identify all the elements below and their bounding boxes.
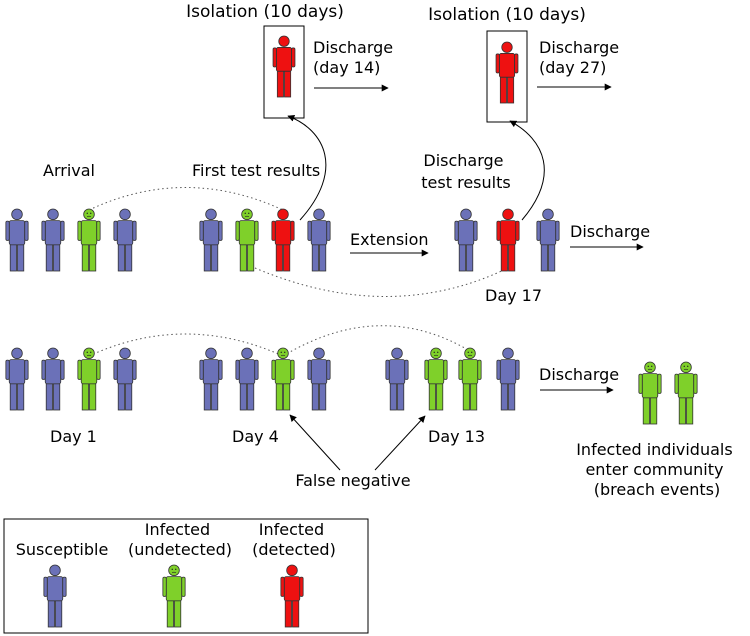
community-line-2: enter community	[585, 460, 723, 479]
susceptible-person-icon	[385, 347, 409, 411]
false-negative-label: False negative	[295, 471, 410, 490]
arc-day1-to-day4	[88, 333, 284, 357]
discharge-test-line-1: Discharge	[423, 151, 503, 170]
infected-undetected-person-icon	[424, 347, 448, 411]
day13-label: Day 13	[428, 427, 485, 446]
to-isolation-1-arrow	[287, 114, 327, 221]
legend-detected-line-1: Infected	[259, 520, 324, 539]
community-line-1: Infected individuals	[576, 440, 732, 459]
susceptible-person-icon	[307, 347, 331, 411]
discharge-test-label: Discharge test results	[421, 151, 510, 192]
infected-detected-person-icon	[495, 41, 519, 104]
susceptible-person-icon	[199, 347, 223, 411]
legend-undetected-label: Infected (undetected)	[128, 520, 232, 559]
infected-undetected-person-icon	[674, 361, 698, 425]
infected-detected-person-icon	[272, 35, 296, 98]
discharge-day14-line-2: (day 14)	[313, 58, 380, 77]
discharge-row1-label: Discharge	[570, 222, 650, 241]
community-label: Infected individuals enter community (br…	[576, 440, 738, 499]
extension-label: Extension	[350, 230, 429, 249]
susceptible-person-icon	[5, 347, 29, 411]
infected-undetected-person-icon	[271, 347, 295, 411]
connection-arcs	[88, 187, 509, 357]
people-group	[5, 35, 698, 628]
discharge-test-line-2: test results	[421, 173, 510, 192]
susceptible-person-icon	[113, 347, 137, 411]
false-negative-arrow-day4	[289, 414, 341, 471]
isolation-title-1: Isolation (10 days)	[186, 2, 344, 22]
legend-detected-line-2: (detected)	[252, 540, 336, 559]
first-test-label: First test results	[192, 161, 320, 180]
arc-first-test-to-day17	[254, 267, 509, 297]
infected-detected-person-icon	[271, 208, 295, 272]
susceptible-person-icon	[43, 564, 67, 628]
susceptible-person-icon	[454, 208, 478, 272]
discharge-day27-line-2: (day 27)	[539, 58, 606, 77]
arrival-label: Arrival	[43, 161, 95, 180]
susceptible-person-icon	[307, 208, 331, 272]
infected-undetected-person-icon	[638, 361, 662, 425]
susceptible-person-icon	[41, 347, 65, 411]
legend-undetected-line-1: Infected	[145, 520, 210, 539]
infected-undetected-person-icon	[77, 347, 101, 411]
day1-label: Day 1	[50, 427, 97, 446]
false-negative-arrow-day13	[374, 415, 426, 471]
susceptible-person-icon	[5, 208, 29, 272]
discharge-row2-label: Discharge	[539, 365, 619, 384]
legend-susceptible-label: Susceptible	[16, 540, 109, 559]
legend-detected-label: Infected (detected)	[252, 520, 336, 559]
susceptible-person-icon	[496, 347, 520, 411]
infected-undetected-person-icon	[162, 564, 186, 628]
infected-detected-person-icon	[280, 564, 304, 628]
susceptible-person-icon	[235, 347, 259, 411]
infected-undetected-person-icon	[458, 347, 482, 411]
isolation-title-2: Isolation (10 days)	[428, 5, 586, 25]
labels: Isolation (10 days) Isolation (10 days) …	[16, 2, 738, 559]
to-isolation-2-arrow	[509, 120, 545, 221]
discharge-day14-label: Discharge (day 14)	[313, 38, 398, 77]
susceptible-person-icon	[536, 208, 560, 272]
arc-day4-to-day13	[282, 325, 471, 357]
infected-detected-person-icon	[496, 208, 520, 272]
susceptible-person-icon	[41, 208, 65, 272]
legend-undetected-line-2: (undetected)	[128, 540, 232, 559]
infected-undetected-person-icon	[77, 208, 101, 272]
discharge-day14-line-1: Discharge	[313, 38, 393, 57]
legend-box	[3, 518, 369, 634]
discharge-day27-label: Discharge (day 27)	[539, 38, 624, 77]
day4-label: Day 4	[232, 427, 279, 446]
infected-undetected-person-icon	[235, 208, 259, 272]
discharge-day27-line-1: Discharge	[539, 38, 619, 57]
arc-arrival-to-first-test	[88, 187, 284, 211]
arrows	[287, 83, 644, 471]
susceptible-person-icon	[113, 208, 137, 272]
legend-susceptible-line-1: Susceptible	[16, 540, 109, 559]
susceptible-person-icon	[199, 208, 223, 272]
community-line-3: (breach events)	[594, 480, 720, 499]
day17-label: Day 17	[485, 286, 542, 305]
